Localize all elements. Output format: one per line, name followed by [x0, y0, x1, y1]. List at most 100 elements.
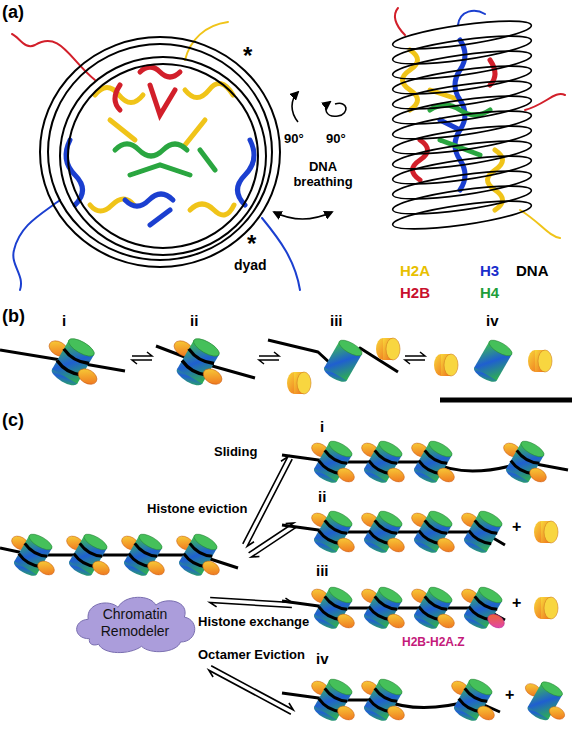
legend-text: H2B — [400, 284, 430, 301]
chromatin-arrays — [534, 597, 558, 619]
dna-gyres — [391, 105, 532, 144]
equilibrium-arrow — [207, 662, 295, 717]
remodeler-cloud: Chromatin Remodeler — [70, 590, 200, 655]
plus-sign: + — [512, 518, 521, 536]
histone-helices — [66, 67, 254, 225]
unwrapping-series — [132, 352, 152, 364]
unwrapping-series — [434, 354, 458, 376]
node-text: Chromatin Remodeler — [95, 606, 175, 640]
unwrapping-series — [171, 335, 224, 388]
histone-tail — [520, 210, 560, 238]
unwrapping-series — [46, 335, 99, 388]
chromatin-arrays — [409, 584, 457, 632]
chromatin-arrays — [64, 531, 112, 579]
chromatin-arrays — [119, 531, 167, 579]
legend-swatch: H4 — [480, 284, 499, 301]
stage-number: iv — [486, 312, 499, 329]
legend-text: H4 — [480, 284, 499, 301]
process-label: Sliding — [212, 445, 259, 460]
unwrapping-series — [405, 352, 425, 364]
unwrapping-series — [376, 338, 400, 360]
histone-helices — [130, 165, 190, 175]
plus-sign: + — [512, 594, 521, 612]
histone-helices — [110, 120, 135, 140]
unwrapping-series — [259, 352, 279, 364]
row-number: iv — [316, 650, 329, 667]
rotation-arrow — [292, 92, 298, 122]
dna-gyres — [391, 15, 532, 54]
rotation-arrow — [326, 102, 346, 116]
histone-helices — [190, 204, 234, 215]
breathing-arrow — [274, 212, 332, 219]
histone-helices — [90, 84, 234, 215]
legend-swatch: H2A — [400, 262, 430, 279]
dna-gyres — [391, 75, 532, 114]
chromatin-arrays — [501, 438, 549, 486]
histone-tail — [12, 22, 300, 290]
histone-tail — [13, 200, 60, 290]
cloud-shape — [77, 597, 195, 652]
dna-gyres — [391, 15, 532, 234]
chromatin-arrays — [459, 508, 504, 556]
chromatin-arrays — [9, 531, 57, 579]
histone-helices — [115, 67, 180, 115]
dna-gyres — [391, 150, 532, 189]
equilibrium-arrow — [246, 520, 298, 561]
dna-gyres — [391, 90, 532, 129]
dna-gyres — [391, 30, 532, 69]
chromatin-arrays — [309, 438, 357, 486]
histone-helices — [413, 140, 428, 180]
unwrapping-series — [322, 337, 365, 385]
histone-helices — [115, 144, 187, 156]
histone-helices — [115, 144, 215, 175]
dna-gyres — [391, 45, 532, 84]
stage-number: ii — [190, 312, 198, 329]
equilibrium-arrow — [207, 662, 295, 717]
dna-gyres — [391, 165, 532, 204]
dna-superhelix — [68, 64, 258, 248]
legend-swatch: H2B — [400, 284, 430, 301]
chromatin-arrays — [449, 676, 497, 724]
equilibrium-arrow — [246, 520, 298, 561]
dna-superhelix — [40, 37, 280, 267]
histone-helices — [150, 85, 175, 115]
chromatin-arrays — [523, 679, 567, 723]
legend-text: DNA — [516, 262, 549, 279]
chromatin-arrays — [174, 531, 222, 579]
equilibrium-arrow — [210, 594, 293, 612]
chromatin-arrays — [409, 438, 457, 486]
dna-superhelix — [48, 44, 272, 260]
histone-helices — [125, 194, 173, 206]
node-texts: Chromatin Remodeler — [95, 606, 175, 640]
stage-number: iii — [330, 312, 343, 329]
dyad-marker: * — [247, 232, 256, 256]
histone-tail — [262, 218, 300, 290]
histone-tail — [395, 8, 405, 35]
row-number: i — [320, 418, 324, 435]
histone-helices — [430, 105, 490, 115]
chromatin-arrays — [0, 438, 568, 724]
nucleosome-side-view — [391, 8, 565, 238]
dna-gyres — [391, 180, 532, 219]
rotation-label: 90° — [284, 132, 304, 147]
unwrapping-series — [472, 337, 515, 385]
dyad-label: dyad — [234, 257, 267, 273]
nucleosome-top-view — [12, 22, 300, 290]
histone-helices — [238, 140, 255, 205]
dna-gyres — [391, 135, 532, 174]
dna-gyres — [391, 60, 532, 99]
process-label: Histone eviction — [145, 502, 249, 517]
chromatin-arrays — [359, 438, 407, 486]
unwrapping-series — [528, 350, 552, 372]
panel-letter: (a) — [2, 2, 24, 23]
rotation-arrow — [292, 92, 346, 122]
process-label: Octamer Eviction — [196, 648, 307, 663]
variant-label: H2B-H2A.Z — [402, 636, 465, 650]
unwrapping-series — [0, 335, 572, 400]
motion-label: DNA breathing — [287, 160, 359, 190]
legend-swatch: H3 — [480, 262, 499, 279]
histone-helices — [140, 67, 180, 77]
chromatin-arrays — [359, 676, 407, 724]
dna-strand — [440, 398, 572, 403]
